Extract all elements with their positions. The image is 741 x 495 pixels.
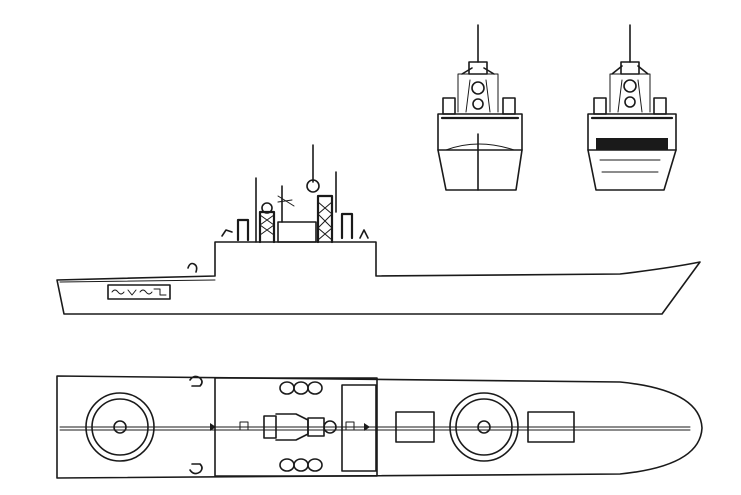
bow-view-mast-frame (457, 73, 499, 113)
plan-view-boats-top (279, 381, 323, 395)
side-profile-fwd-lattice (258, 210, 276, 244)
stern-view-transom-lines (599, 159, 661, 173)
bow-view-left-housing (442, 97, 456, 115)
side-profile-main-lattice (316, 194, 334, 244)
plan-view-fwd-helipad-inner (91, 398, 149, 456)
side-profile-capstan (187, 262, 198, 273)
plan-view-bollard-starboard (189, 463, 203, 475)
plan-view-director (323, 420, 337, 434)
plan-view-aft-vent (345, 421, 355, 431)
plan-view-hatch-2 (527, 411, 575, 443)
plan-view-fwd-helipad-outer (85, 392, 155, 462)
bow-view-superstructure (437, 113, 523, 151)
side-profile-fwd-gun-mount (236, 218, 250, 242)
bow-view-right-housing (502, 97, 516, 115)
stern-view-mast-struts (617, 79, 643, 113)
stern-view-right-housing (653, 97, 667, 115)
side-profile-hull-panel (107, 284, 171, 300)
side-profile-sheer-line (59, 279, 216, 283)
plan-view-aft-helipad-outer (449, 392, 519, 462)
plan-view-aft-block (341, 384, 377, 472)
stern-view-well-door (596, 138, 668, 150)
side-profile (56, 144, 701, 315)
plan-view-deck-outline (56, 375, 703, 479)
side-profile-fwd-gun (221, 229, 233, 237)
stern-view-radar (620, 61, 640, 75)
plan-view-aft-helipad-inner (455, 398, 513, 456)
stern-view-director-lower (624, 96, 636, 108)
bow-view-director-lower (472, 98, 484, 110)
bow-view-radar-arms (461, 67, 495, 75)
side-profile-main-radar (306, 179, 320, 193)
plan-view (56, 375, 703, 479)
plan-view-arrow-aft (364, 423, 370, 431)
bow-view-flare (445, 143, 515, 151)
stern-view-radar-arms (611, 65, 649, 75)
plan-view-radar-housing (263, 415, 277, 439)
plan-view-aft-helipad-center (477, 420, 491, 434)
side-profile-fwd-lattice-cross (259, 214, 275, 236)
side-profile-hull (56, 241, 701, 315)
plan-view-bollard-port (189, 375, 203, 387)
plan-view-hatch-1 (395, 411, 435, 443)
stern-view-left-housing (593, 97, 607, 115)
stern-view-mast-frame (609, 73, 651, 113)
side-profile-aft-tower (340, 212, 354, 240)
stern-view-hull (587, 149, 677, 191)
side-profile-aft-gun (359, 229, 369, 239)
plan-view-boats-bottom (279, 458, 323, 472)
side-profile-bridge-block (277, 221, 317, 243)
side-profile-fwd-radar (261, 202, 273, 214)
side-profile-main-lattice-cross (317, 201, 333, 241)
side-profile-director-arm (277, 195, 295, 207)
bow-view (437, 24, 523, 191)
bow-view-hull (437, 149, 523, 191)
plan-view-arrow-fwd (210, 423, 216, 431)
stern-view-director (623, 79, 637, 93)
side-profile-hull-marking (111, 288, 167, 296)
bow-view-director (471, 81, 485, 95)
bow-view-mast-struts (465, 79, 491, 113)
stern-view (587, 24, 677, 191)
plan-view-fwd-helipad-center (113, 420, 127, 434)
plan-view-vent (239, 421, 249, 431)
